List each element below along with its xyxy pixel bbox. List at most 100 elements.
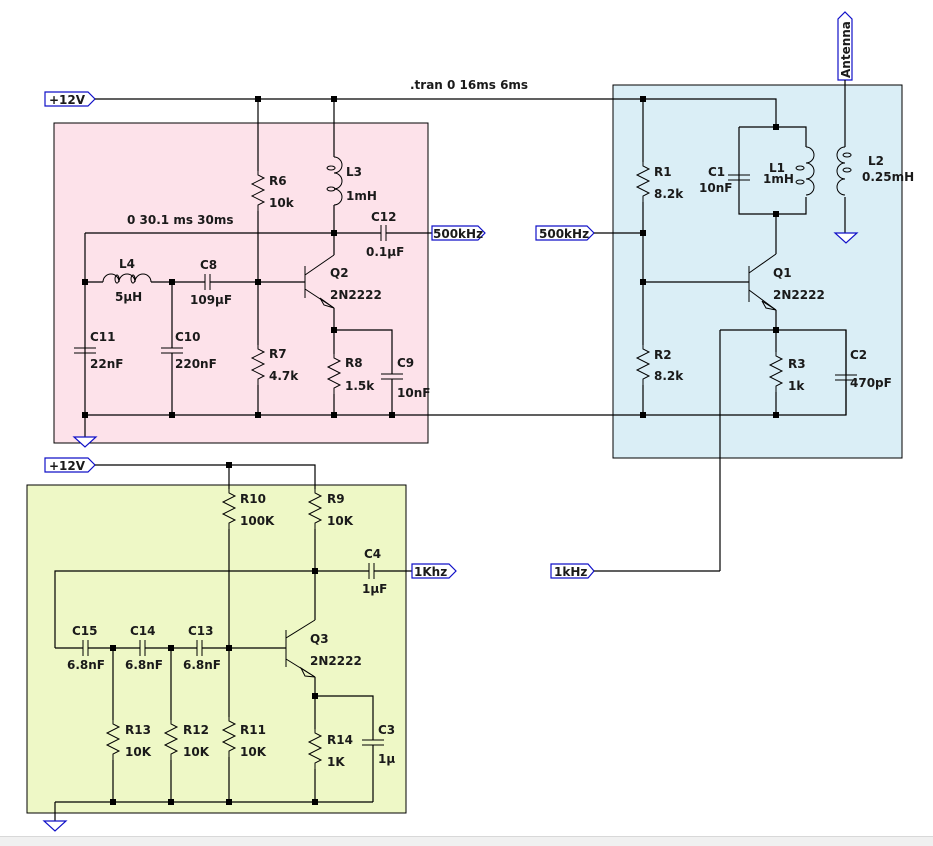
r12-ref: R12: [183, 723, 209, 737]
junction: [312, 799, 318, 805]
q3-value: 2N2222: [310, 654, 362, 668]
net-flag-500khz-out[interactable]: 500kHz: [431, 225, 486, 241]
c8-ref: C8: [200, 258, 217, 272]
junction: [773, 412, 779, 418]
svg-text:500kHz: 500kHz: [539, 227, 589, 241]
junction: [226, 645, 232, 651]
wire-vcc-top: [95, 98, 777, 127]
ground-symbol-green: [42, 820, 68, 832]
capacitor-c4-symbol[interactable]: [368, 563, 375, 579]
c12-ref: C12: [371, 210, 397, 224]
c10-value: 220nF: [175, 357, 217, 371]
c4-ref: C4: [364, 547, 381, 561]
svg-text:Antenna: Antenna: [839, 21, 853, 78]
capacitor-c10-symbol[interactable]: [161, 347, 183, 354]
c2-value: 470pF: [850, 376, 892, 390]
q1-ref: Q1: [773, 266, 792, 280]
r9-value: 10K: [327, 514, 354, 528]
r14-ref: R14: [327, 733, 353, 747]
c3-ref: C3: [378, 723, 395, 737]
pulse-directive[interactable]: 0 30.1 ms 30ms: [127, 213, 233, 227]
block-mixer-transmitter[interactable]: [612, 84, 903, 459]
inductor-l1-symbol[interactable]: [795, 146, 815, 196]
status-bar: [0, 836, 933, 846]
capacitor-c3-symbol[interactable]: [362, 739, 384, 746]
c1-ref: C1: [708, 165, 725, 179]
capacitor-c8-symbol[interactable]: [204, 274, 211, 290]
c9-value: 10nF: [397, 386, 430, 400]
junction: [640, 230, 646, 236]
r8-value: 1.5k: [345, 379, 375, 393]
junction: [331, 230, 337, 236]
r2-ref: R2: [654, 348, 672, 362]
svg-text:+12V: +12V: [49, 93, 86, 107]
r10-value: 100K: [240, 514, 275, 528]
c13-ref: C13: [188, 624, 214, 638]
r13-value: 10K: [125, 745, 152, 759]
r3-value: 1k: [788, 379, 805, 393]
junction: [110, 799, 116, 805]
c1-value: 10nF: [699, 181, 732, 195]
r13-ref: R13: [125, 723, 151, 737]
junction: [389, 412, 395, 418]
junction: [82, 279, 88, 285]
junction: [169, 412, 175, 418]
c15-value: 6.8nF: [67, 658, 105, 672]
junction: [773, 327, 779, 333]
tran-directive[interactable]: .tran 0 16ms 6ms: [410, 78, 528, 92]
ground-symbol-antenna: [833, 232, 859, 244]
c14-value: 6.8nF: [125, 658, 163, 672]
net-flag-vcc-top[interactable]: +12V: [44, 91, 96, 107]
junction: [226, 799, 232, 805]
inductor-l3-symbol[interactable]: [326, 156, 343, 206]
r9-ref: R9: [327, 492, 345, 506]
capacitor-c14-symbol[interactable]: [139, 640, 146, 656]
q2-ref: Q2: [330, 266, 349, 280]
ground-symbol-pink: [72, 436, 98, 448]
l2-ref: L2: [868, 154, 884, 168]
r1-value: 8.2k: [654, 187, 684, 201]
block-1khz-oscillator[interactable]: [26, 484, 407, 814]
l4-ref: L4: [119, 257, 135, 271]
c8-value: 109µF: [190, 293, 232, 307]
capacitor-c9-symbol[interactable]: [381, 373, 403, 380]
capacitor-c2-symbol[interactable]: [835, 374, 857, 381]
inductor-l2-symbol[interactable]: [836, 146, 852, 196]
capacitor-c1-symbol[interactable]: [728, 174, 750, 181]
l1-ref: L1: [769, 161, 785, 175]
capacitor-c15-symbol[interactable]: [82, 640, 89, 656]
r6-ref: R6: [269, 174, 287, 188]
r11-value: 10K: [240, 745, 267, 759]
wire-vcc-bottom: [95, 464, 316, 489]
capacitor-c12-symbol[interactable]: [380, 225, 387, 241]
c10-ref: C10: [175, 330, 201, 344]
block-500khz-oscillator[interactable]: [53, 122, 429, 444]
r2-value: 8.2k: [654, 369, 684, 383]
net-flag-1khz-out[interactable]: 1Khz: [411, 563, 457, 579]
svg-text:1Khz: 1Khz: [414, 565, 447, 579]
c4-value: 1µF: [362, 582, 387, 596]
capacitor-c11-symbol[interactable]: [74, 347, 96, 354]
r6-value: 10k: [269, 196, 295, 210]
net-flag-vcc-bottom[interactable]: +12V: [44, 457, 96, 473]
c3-value: 1µ: [378, 752, 395, 766]
junction: [168, 799, 174, 805]
c12-value: 0.1µF: [366, 245, 404, 259]
l2-value: 0.25mH: [862, 170, 914, 184]
inductor-l4-symbol[interactable]: [102, 273, 152, 284]
capacitor-c13-symbol[interactable]: [196, 640, 203, 656]
net-flag-1khz-in[interactable]: 1kHz: [550, 563, 595, 579]
wire-ground-bus-green: [54, 801, 373, 821]
r3-ref: R3: [788, 357, 806, 371]
c13-value: 6.8nF: [183, 658, 221, 672]
r7-value: 4.7k: [269, 369, 299, 383]
l3-value: 1mH: [346, 189, 377, 203]
net-flag-500khz-in[interactable]: 500kHz: [535, 225, 595, 241]
c2-ref: C2: [850, 348, 867, 362]
net-flag-antenna[interactable]: Antenna: [837, 11, 853, 81]
junction: [255, 412, 261, 418]
q2-value: 2N2222: [330, 288, 382, 302]
q3-ref: Q3: [310, 632, 329, 646]
l3-ref: L3: [346, 165, 362, 179]
